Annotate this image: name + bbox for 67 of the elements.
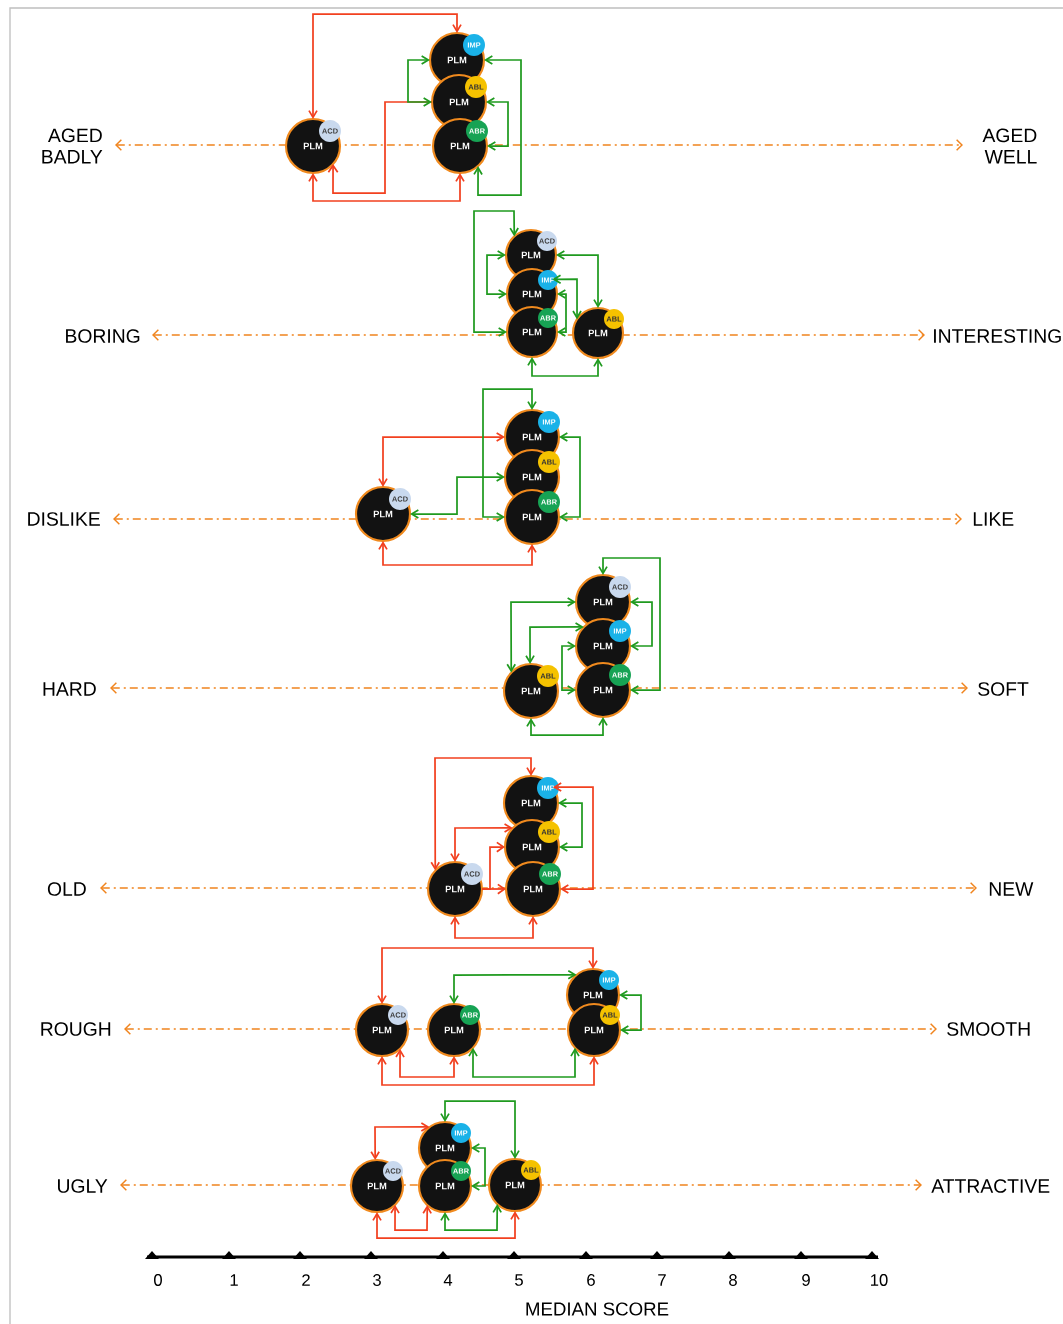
arrow — [308, 173, 465, 202]
scale-label: BORING — [66, 329, 140, 343]
scale-label: DISLIKE — [28, 512, 100, 526]
arrow — [559, 432, 581, 522]
scale-label: ROUGH — [41, 1022, 111, 1036]
arrow — [378, 432, 505, 487]
arrow — [468, 1047, 580, 1078]
scale-label: HARD — [43, 682, 96, 696]
arrow — [407, 55, 432, 107]
arrow — [556, 250, 603, 308]
arrow — [482, 388, 537, 522]
arrow — [481, 841, 505, 890]
arrow — [327, 101, 433, 194]
scale-label: UGLY — [58, 1179, 108, 1193]
scale-label: SOFT — [978, 682, 1029, 696]
arrow — [370, 1122, 430, 1161]
arrow — [486, 97, 509, 151]
arrow — [506, 597, 576, 673]
tick-label: 7 — [658, 1274, 666, 1286]
tick-label: 5 — [515, 1274, 523, 1286]
scale-label: AGED BADLY — [42, 128, 103, 164]
arrow — [308, 13, 462, 119]
arrow — [473, 55, 522, 196]
tick-label: 6 — [587, 1274, 595, 1286]
arrow — [558, 798, 583, 852]
tick-label: 4 — [443, 1274, 453, 1286]
arrow — [486, 250, 507, 299]
arrow — [526, 717, 608, 736]
tick-label: 1 — [230, 1274, 238, 1286]
arrow — [390, 1204, 433, 1231]
arrow — [473, 210, 520, 337]
arrow — [525, 622, 584, 665]
scale-label: ATTRACTIVE — [931, 1179, 1050, 1193]
scale-label: AGED WELL — [982, 128, 1037, 164]
arrow — [449, 969, 577, 1004]
arrow — [552, 274, 582, 320]
arrow — [527, 357, 603, 377]
arrow — [630, 597, 653, 651]
tick-label: 0 — [154, 1274, 162, 1286]
arrow — [471, 1143, 486, 1191]
tick-label: 3 — [373, 1274, 381, 1286]
arrow — [450, 823, 513, 862]
tick-label: 10 — [871, 1274, 888, 1286]
arrow — [619, 990, 642, 1035]
scale-label: SMOOTH — [947, 1022, 1030, 1036]
scale-label: LIKE — [973, 512, 1014, 526]
arrow — [410, 472, 505, 519]
scale-label: INTERESTING — [934, 329, 1061, 343]
axis-title: MEDIAN SCORE — [526, 1302, 669, 1316]
arrow — [450, 916, 538, 939]
arrow — [395, 1048, 459, 1078]
arrow — [557, 289, 567, 337]
tick-label: 2 — [302, 1274, 310, 1286]
arrow — [440, 1100, 520, 1159]
arrow — [372, 1211, 520, 1239]
scale-label: OLD — [47, 882, 86, 896]
arrow — [378, 541, 537, 566]
arrow — [552, 782, 594, 894]
arrow — [430, 757, 536, 871]
arrow — [377, 947, 598, 1004]
arrow — [598, 557, 661, 695]
arrow — [561, 641, 576, 695]
tick-label: 8 — [729, 1274, 737, 1286]
tick-label: 9 — [802, 1274, 810, 1286]
arrow — [440, 1204, 503, 1231]
scale-label: NEW — [989, 882, 1034, 896]
arrow — [377, 1056, 599, 1086]
